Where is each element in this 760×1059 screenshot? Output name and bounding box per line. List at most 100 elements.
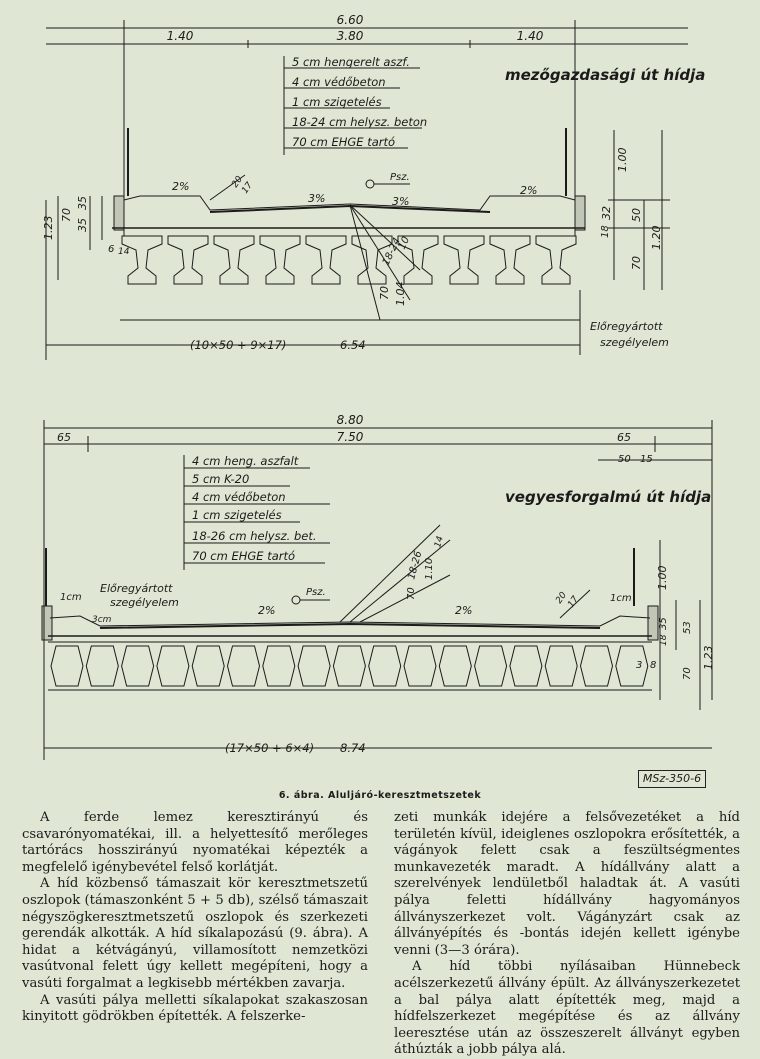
bot-precast-2: szegélyelem: [110, 596, 179, 609]
top-slope-1: 2%: [172, 180, 189, 193]
text-column-left: A ferde lemez keresztirányú és csavaróny…: [22, 810, 368, 1026]
top-slope-3: 3%: [392, 195, 409, 208]
bot-bottom-formula: (17×50 + 6×4): [225, 741, 314, 755]
top-vdim-left-5: 6: [108, 244, 114, 255]
top-layer-2: 4 cm védőbeton: [292, 75, 386, 89]
hollow-girder: [262, 645, 296, 687]
top-vdim-left-3: 35: [76, 196, 89, 210]
i-beam-girder: [167, 235, 209, 285]
bot-dim-mid: 7.50: [337, 430, 364, 444]
top-dim-left: 1.40: [167, 29, 194, 43]
bot-vdim-right-6: 70: [682, 667, 693, 680]
hollow-girder: [615, 645, 649, 687]
bot-vdim-right-1: 1.00: [656, 566, 669, 591]
bot-vdim-center-2: 14: [433, 535, 446, 549]
top-psz: Psz.: [390, 172, 410, 183]
bot-vdim-center-3: 1.10: [424, 558, 435, 580]
bot-layer-1: 4 cm heng. aszfalt: [192, 454, 299, 468]
bot-layer-3: 4 cm védőbeton: [192, 490, 286, 504]
text-column-right: zeti munkák idejére a felsővezetéket a h…: [394, 810, 740, 1059]
top-slope-4: 2%: [520, 184, 537, 197]
top-vdim-left-1: 1.23: [42, 216, 55, 241]
top-dim-right: 1.40: [517, 29, 544, 43]
hollow-girder: [297, 645, 331, 687]
paragraph: A vasúti pálya melletti síkalapokat szak…: [22, 992, 368, 1025]
bot-dim-right: 65: [617, 431, 631, 444]
paragraph: A híd többi nyílásaiban Hünnebeck acélsz…: [394, 959, 740, 1058]
bot-slope-2: 2%: [455, 604, 472, 617]
top-vdim-left-6: 14: [118, 247, 130, 257]
i-beam-girder: [305, 235, 347, 285]
top-vdim-center-2: 1.04: [394, 282, 407, 307]
top-layer-3: 1 cm szigetelés: [292, 95, 382, 109]
figure-code: MSz-350-6: [638, 770, 706, 788]
hollow-girder: [50, 645, 84, 687]
bot-vdim-right-4: 18: [659, 634, 669, 646]
top-slope-2: 3%: [308, 192, 325, 205]
top-precast-2: szegélyelem: [600, 336, 669, 349]
paragraph: A ferde lemez keresztirányú és csavaróny…: [22, 810, 368, 875]
bot-label-3cm: 3cm: [92, 615, 112, 625]
i-beam-girder: [443, 235, 485, 285]
hollow-girder: [121, 645, 155, 687]
top-vdim-right-5: 1.20: [650, 226, 663, 251]
bot-vdim-right-5: 1.23: [702, 646, 715, 671]
bot-label-1cm: 1cm: [60, 592, 82, 603]
paragraph: zeti munkák idejére a felsővezetéket a h…: [394, 810, 740, 958]
top-vdim-right-1: 1.00: [616, 148, 629, 173]
i-beam-girder: [397, 235, 439, 285]
top-dim-mid: 3.80: [337, 29, 364, 43]
cross-section-figure: 6.60 1.40 3.80 1.40 mezőgazdasági út híd…: [41, 13, 715, 760]
top-vdim-right-4: 18: [600, 225, 611, 238]
bot-dim-r1: 50: [618, 454, 631, 465]
bot-vdim-right-3: 53: [682, 621, 693, 634]
hollow-girder: [579, 645, 614, 687]
top-bottom-formula: (10×50 + 9×17): [190, 338, 286, 352]
top-precast-1: Előregyártott: [590, 320, 663, 333]
bot-dim-r2: 15: [640, 454, 653, 465]
hollow-girder: [403, 645, 437, 687]
hollow-girder: [509, 645, 543, 687]
top-title: mezőgazdasági út hídja: [505, 66, 705, 84]
bot-layer-5: 18-26 cm helysz. bet.: [192, 529, 317, 543]
bot-label-1cm-right: 1cm: [610, 593, 632, 604]
bot-vdim-center-4: 70: [406, 587, 417, 600]
top-layer-1: 5 cm hengerelt aszf.: [292, 55, 410, 69]
bot-layer-4: 1 cm szigetelés: [192, 508, 282, 522]
i-beam-girder: [259, 235, 301, 285]
hollow-girder: [368, 645, 402, 687]
top-layer-5: 70 cm EHGE tartó: [292, 135, 395, 149]
i-beam-girder: [535, 235, 577, 285]
bot-title: vegyesforgalmú út hídja: [505, 488, 711, 506]
top-vdim-center-4: 10: [397, 235, 412, 251]
bot-precast-1: Előregyártott: [100, 582, 173, 595]
top-bottom-total: 6.54: [340, 338, 366, 352]
bot-bottom-total: 8.74: [340, 741, 366, 755]
top-vdim-right-6: 70: [630, 256, 643, 270]
hollow-girder: [226, 645, 261, 687]
hollow-girder: [438, 645, 472, 687]
bot-dim-left: 65: [57, 431, 71, 444]
hollow-girder: [191, 645, 225, 687]
bot-vdim-right-8: 8: [650, 660, 656, 671]
top-vdim-center-1: 70: [378, 286, 391, 300]
top-vdim-left-2: 70: [60, 208, 73, 222]
i-beam-girder: [121, 235, 163, 285]
hollow-girder: [544, 645, 578, 687]
hollow-girder: [85, 645, 119, 687]
hollow-girder: [332, 645, 366, 687]
i-beam-girder: [489, 235, 531, 285]
top-vdim-left-4: 35: [76, 218, 89, 232]
bot-psz: Psz.: [306, 587, 326, 598]
bot-dim-total: 8.80: [337, 413, 364, 427]
bot-layer-6: 70 cm EHGE tartó: [192, 549, 295, 563]
bot-layer-2: 5 cm K-20: [192, 472, 249, 486]
hollow-girder: [474, 645, 508, 687]
top-vdim-right-3: 50: [630, 208, 643, 222]
bot-vdim-right-2: 35: [658, 617, 669, 630]
top-dim-total: 6.60: [337, 13, 364, 27]
bot-vdim-right-7: 3: [636, 660, 642, 671]
hollow-girder: [156, 645, 190, 687]
paragraph: A híd közbenső támaszait kör keresztmets…: [22, 876, 368, 991]
i-beam-girder: [213, 235, 255, 285]
